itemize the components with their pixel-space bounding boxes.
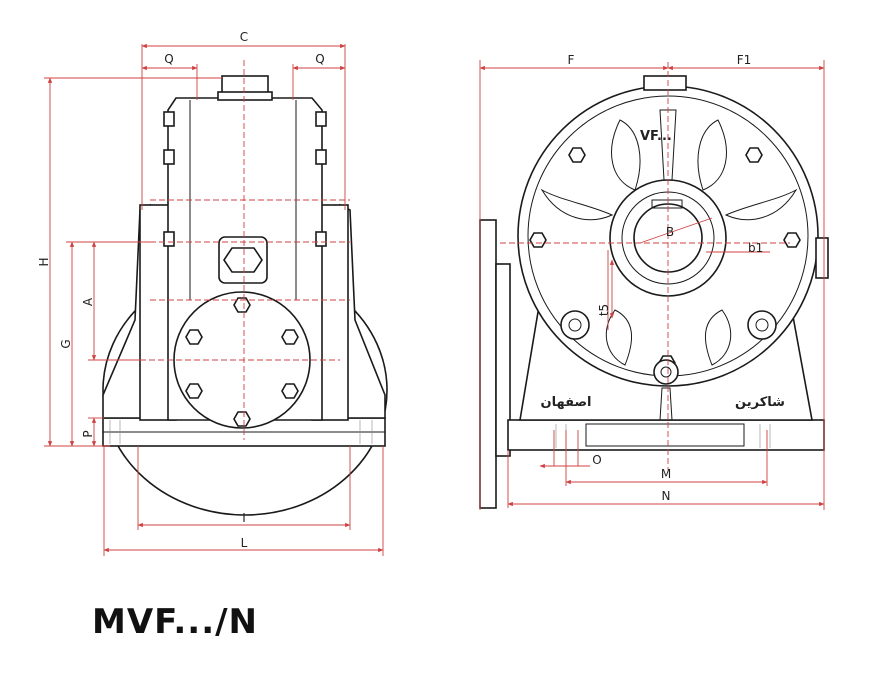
boss-right [747,310,777,340]
boss-left [560,310,590,340]
dim-label-Q-right: Q [315,52,324,66]
front-view: C Q Q H G A P I L [37,30,388,556]
keyway [651,199,683,209]
dim-label-Q-left: Q [164,52,173,66]
casting-label: VF... [640,129,672,144]
dim-label-O: O [592,453,601,467]
dim-label-F1: F1 [737,53,752,67]
motor-flange-plate [479,219,497,509]
dim-label-B: B [666,225,674,239]
motor-flange-spigot [495,263,511,457]
dim-label-F: F [568,53,575,67]
side-view: VF... اصفهان شاکرین F F1 B b1 t5 O M N [479,53,829,510]
foot-recess [585,423,745,447]
model-title: MVF.../N [92,602,258,642]
flange-bolts [185,297,299,427]
dim-label-M: M [661,467,671,481]
dim-label-N: N [662,489,671,503]
top-plug-base [217,91,273,101]
dim-label-I: I [242,511,246,525]
dim-label-t5: t5 [597,304,611,316]
dim-label-A: A [81,297,95,306]
side-top-plug [643,75,687,91]
brand-text-right: شاکرین [735,395,785,410]
dim-label-G: G [59,339,73,348]
side-plug [815,237,829,279]
dim-label-P: P [81,430,95,437]
boss-bottom [653,359,679,385]
output-hex-nut [223,247,263,273]
dim-label-H: H [37,257,51,266]
dim-label-b1: b1 [748,241,763,255]
brand-text-left: اصفهان [541,395,592,410]
side-bolts [163,111,327,247]
dim-label-C: C [240,30,248,44]
dim-label-L: L [241,536,248,550]
